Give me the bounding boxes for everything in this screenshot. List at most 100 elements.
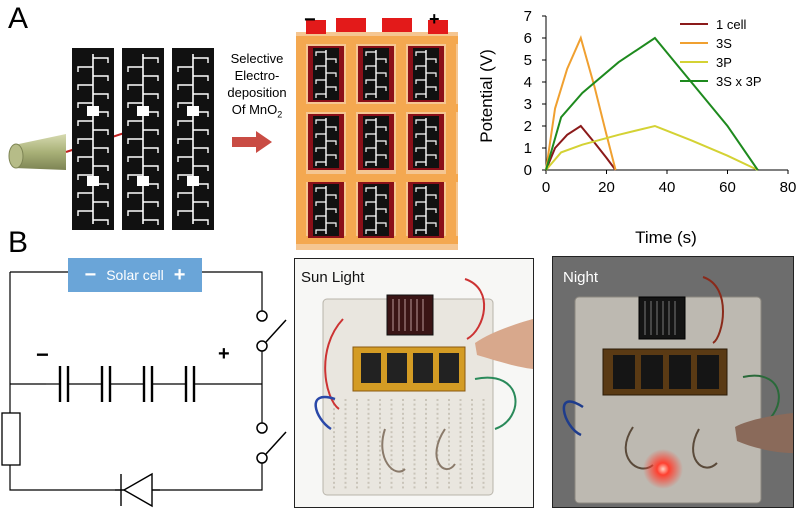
breadboard-hole xyxy=(333,463,335,466)
electrode-finger xyxy=(93,147,109,153)
array-cell-finger xyxy=(365,65,376,70)
array-cell-finger xyxy=(326,208,337,213)
breadboard-hole xyxy=(356,431,358,434)
array-bus-vertical xyxy=(396,36,406,244)
electrode-finger xyxy=(193,93,209,99)
electrode-finger xyxy=(143,93,159,99)
electrode-finger xyxy=(193,201,209,207)
breadboard-hole xyxy=(379,417,381,420)
breadboard-hole xyxy=(379,454,381,457)
breadboard-hole xyxy=(344,426,347,429)
breadboard-hole xyxy=(413,445,416,447)
electrode-finger xyxy=(193,147,209,153)
breadboard-hole xyxy=(413,422,416,424)
array-plus-sign: + xyxy=(429,9,440,29)
breadboard-hole xyxy=(367,454,370,457)
breadboard-hole xyxy=(425,408,427,411)
array-cell-finger xyxy=(315,147,326,152)
breadboard-hole xyxy=(459,412,462,415)
breadboard-hole xyxy=(367,481,370,484)
battery-minus-sign: − xyxy=(36,342,49,367)
electrode-finger xyxy=(77,66,93,72)
array-cell-finger xyxy=(365,161,376,166)
array-cell-finger xyxy=(426,140,437,145)
breadboard-hole xyxy=(367,463,370,466)
electrode-finger xyxy=(143,201,159,207)
array-cell-finger xyxy=(415,147,426,152)
array-cell-finger xyxy=(376,72,387,77)
breadboard-hole xyxy=(333,412,335,415)
chart-y-tick-label: 2 xyxy=(524,118,532,135)
breadboard-hole xyxy=(402,412,404,415)
breadboard-hole xyxy=(459,486,462,489)
breadboard-hole xyxy=(344,412,347,415)
array-cell-finger xyxy=(365,51,376,56)
breadboard-hole xyxy=(344,435,347,438)
breadboard-hole xyxy=(425,435,427,438)
breadboard-hole xyxy=(390,417,393,420)
electrode-finger xyxy=(193,219,209,225)
array-cell-finger xyxy=(315,201,326,206)
breadboard-hole xyxy=(379,445,381,447)
chart-xlabel: Time (s) xyxy=(635,228,697,247)
breadboard-hole xyxy=(356,399,358,401)
breadboard-hole xyxy=(448,486,450,489)
breadboard-hole xyxy=(344,468,347,470)
battery-plus-sign: + xyxy=(218,343,230,365)
array-terminal xyxy=(382,18,412,32)
breadboard-hole xyxy=(367,486,370,489)
breadboard-hole xyxy=(413,468,416,470)
array-cell-finger xyxy=(376,222,387,227)
electrode-finger xyxy=(127,138,143,144)
breadboard-hole xyxy=(356,417,358,420)
process-description: Selective Electro- deposition Of MnO2 xyxy=(222,50,292,124)
electrode-finger xyxy=(193,129,209,135)
electrode-finger xyxy=(143,75,159,81)
night-scene xyxy=(553,257,793,507)
array-cell-finger xyxy=(415,93,426,98)
laser-head xyxy=(14,134,66,170)
breadboard-hole xyxy=(390,412,393,415)
breadboard-hole xyxy=(402,426,404,429)
breadboard-hole xyxy=(471,458,473,461)
breadboard-hole xyxy=(402,422,404,424)
chart-legend-label: 3P xyxy=(716,55,732,70)
breadboard-hole xyxy=(459,417,462,420)
chart-x-tick-label: 20 xyxy=(598,179,615,196)
array-cell-finger xyxy=(415,65,426,70)
panel-b-letter: B xyxy=(8,226,29,259)
array-cell-finger xyxy=(426,154,437,159)
array-cell-finger xyxy=(315,65,326,70)
breadboard-hole xyxy=(356,463,358,466)
breadboard-hole xyxy=(356,435,358,438)
breadboard-hole xyxy=(356,458,358,461)
breadboard-hole xyxy=(436,435,439,438)
array-bus-horizontal xyxy=(296,36,458,44)
electrode-finger xyxy=(127,192,143,198)
breadboard-hole xyxy=(448,426,450,429)
breadboard-hole xyxy=(448,403,450,406)
breadboard-hole xyxy=(482,481,485,484)
array-cell-finger xyxy=(365,147,376,152)
array-cell-finger xyxy=(415,119,426,124)
process-line-4-text: Of MnO xyxy=(231,102,278,117)
breadboard-hole xyxy=(344,477,347,480)
breadboard-hole xyxy=(344,472,347,475)
array-cell-finger xyxy=(365,201,376,206)
electrode-finger xyxy=(143,147,159,153)
breadboard-hole xyxy=(436,422,439,424)
breadboard-hole xyxy=(402,408,404,411)
electrode-finger xyxy=(77,102,93,108)
array-cell-finger xyxy=(365,119,376,124)
breadboard-hole xyxy=(459,399,462,401)
breadboard-hole xyxy=(482,468,485,470)
electrode-finger xyxy=(127,66,143,72)
breadboard-hole xyxy=(379,412,381,415)
array-bus-horizontal xyxy=(296,236,458,244)
breadboard-hole xyxy=(344,458,347,461)
breadboard-hole xyxy=(459,435,462,438)
breadboard-hole xyxy=(344,417,347,420)
breadboard-hole xyxy=(367,431,370,434)
breadboard-hole xyxy=(390,445,393,447)
chart-ylabel: Potential (V) xyxy=(477,49,496,143)
